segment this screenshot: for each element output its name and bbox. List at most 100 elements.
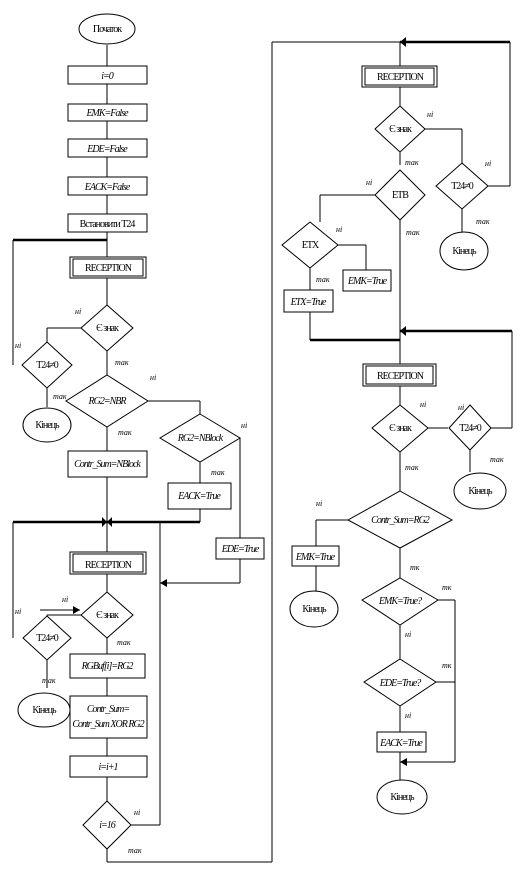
svg-text:EMK=False: EMK=False — [85, 108, 129, 119]
etx-true-right: ETX=True — [283, 289, 334, 313]
label-yes: так — [128, 846, 142, 855]
svg-text:Contr_Sum=: Contr_Sum= — [87, 704, 130, 715]
svg-text:EMK=True: EMK=True — [295, 552, 336, 563]
svg-text:EACK=True: EACK=True — [177, 491, 221, 502]
merge-arrow-5 — [400, 326, 406, 336]
decision-char-3: Є знак — [374, 105, 426, 153]
decision-char-1: Є знак — [80, 304, 134, 352]
svg-text:RECEPTION: RECEPTION — [85, 560, 132, 571]
svg-text:i=i+1: i=i+1 — [98, 762, 117, 773]
end-terminal-6: Кінець — [376, 779, 428, 815]
label-no: ні — [150, 373, 156, 382]
label-yes: так — [211, 468, 225, 477]
label-no: ні — [405, 711, 411, 720]
end-terminal-2: Кінець — [17, 692, 71, 728]
svg-text:RECEPTION: RECEPTION — [377, 72, 424, 83]
merge-arrow-7 — [73, 606, 80, 614]
label-yes: так — [405, 463, 419, 472]
label-yes: так — [316, 275, 330, 284]
merge-arrow-3 — [160, 579, 167, 587]
reception-subroutine-2: RECEPTION — [69, 551, 147, 575]
svg-text:Кінець: Кінець — [302, 604, 327, 615]
label-no: ні — [336, 225, 342, 234]
svg-text:EDE=False: EDE=False — [86, 144, 128, 155]
svg-text:Є знак: Є знак — [389, 423, 412, 434]
label-no: ні — [405, 630, 411, 639]
svg-text:T24≠0: T24≠0 — [36, 633, 59, 644]
svg-text:RECEPTION: RECEPTION — [85, 263, 132, 274]
label-no: ні — [485, 159, 491, 168]
reception-subroutine-4: RECEPTION — [362, 363, 437, 387]
svg-text:Є знак: Є знак — [389, 124, 412, 135]
merge-arrow-2 — [107, 517, 112, 527]
svg-text:ETX: ETX — [302, 240, 320, 251]
svg-text:ETX=True: ETX=True — [290, 297, 327, 308]
decision-i16: i=16 — [82, 800, 132, 850]
decision-char-2: Є знак — [80, 591, 134, 639]
label-no: ні — [366, 178, 372, 187]
label-no: ні — [458, 403, 464, 412]
emk-true-right-2: EMK=True — [291, 545, 340, 567]
label-no: ні — [427, 110, 433, 119]
end-terminal-5: Кінець — [289, 590, 339, 628]
label-yes: так — [42, 676, 56, 685]
label-yes: так — [476, 217, 490, 226]
decision-t24-3: T24≠0 — [435, 162, 489, 210]
merge-arrow-4 — [400, 37, 406, 47]
svg-text:Є знак: Є знак — [96, 610, 119, 621]
label-no: ні — [241, 421, 247, 430]
decision-char-4: Є знак — [371, 404, 429, 453]
end-terminal-3: Кінець — [439, 231, 489, 271]
svg-text:Кінець: Кінець — [35, 420, 60, 431]
svg-text:RG2=NBR: RG2=NBR — [88, 396, 127, 407]
svg-text:ETB: ETB — [392, 190, 409, 201]
decision-t24-1: T24≠0 — [21, 341, 73, 389]
label-no: ні — [420, 400, 426, 409]
contr-sum-nblock: Contr_Sum=NBlock — [67, 450, 148, 478]
eack-true-left: EACK=True — [167, 482, 232, 510]
label-yes: так — [118, 428, 132, 437]
label-yes: так — [406, 228, 420, 237]
reception-subroutine-1: RECEPTION — [69, 256, 147, 279]
start-terminal: Початок — [78, 13, 136, 45]
label-no: ні — [134, 808, 140, 817]
label-yes: так — [117, 638, 131, 647]
merge-arrow-1 — [102, 517, 107, 527]
svg-text:RG2=NBlock: RG2=NBlock — [177, 433, 224, 444]
increment-i: i=i+1 — [69, 755, 148, 778]
label-yes: так — [115, 358, 129, 367]
merge-arrow-6 — [400, 758, 407, 766]
reception-subroutine-3: RECEPTION — [361, 65, 438, 88]
svg-text:Є знак: Є знак — [96, 323, 119, 334]
svg-text:EMK=True: EMK=True — [347, 276, 388, 287]
svg-text:i=0: i=0 — [101, 71, 114, 82]
svg-text:Кінець: Кінець — [32, 705, 57, 716]
label-yes: тк — [442, 661, 452, 670]
svg-text:EMK=True?: EMK=True? — [378, 596, 422, 607]
svg-text:i=16: i=16 — [99, 820, 116, 831]
decision-ede-true: EDE=True? — [363, 658, 437, 707]
end-terminal-1: Кінець — [22, 407, 72, 443]
svg-text:Встановити T24: Встановити T24 — [80, 219, 136, 230]
svg-text:T24≠0: T24≠0 — [451, 181, 474, 192]
svg-text:Кінець: Кінець — [390, 792, 415, 803]
svg-text:Contr_Sum XOR RG2: Contr_Sum XOR RG2 — [72, 719, 144, 730]
label-yes: так — [405, 158, 419, 167]
decision-rg2-nblock: RG2=NBlock — [159, 413, 241, 463]
svg-text:RECEPTION: RECEPTION — [377, 371, 424, 382]
svg-text:EACK=False: EACK=False — [84, 182, 131, 193]
set-timer: Встановити T24 — [67, 213, 148, 233]
label-no: ні — [15, 607, 21, 616]
decision-etb: ETB — [374, 169, 426, 221]
decision-t24-2: T24≠0 — [22, 615, 72, 661]
contr-sum-xor: Contr_Sum= Contr_Sum XOR RG2 — [69, 695, 148, 739]
init-emk: EMK=False — [67, 103, 148, 122]
decision-t24-4: T24≠0 — [448, 404, 492, 451]
svg-text:EDE=True?: EDE=True? — [379, 678, 422, 689]
svg-text:T24≠0: T24≠0 — [459, 423, 482, 434]
svg-text:Початок: Початок — [93, 24, 122, 35]
svg-text:RGBuf[i]=RG2: RGBuf[i]=RG2 — [81, 661, 134, 672]
label-yes: тк — [442, 583, 452, 592]
label-yes: так — [490, 455, 504, 464]
